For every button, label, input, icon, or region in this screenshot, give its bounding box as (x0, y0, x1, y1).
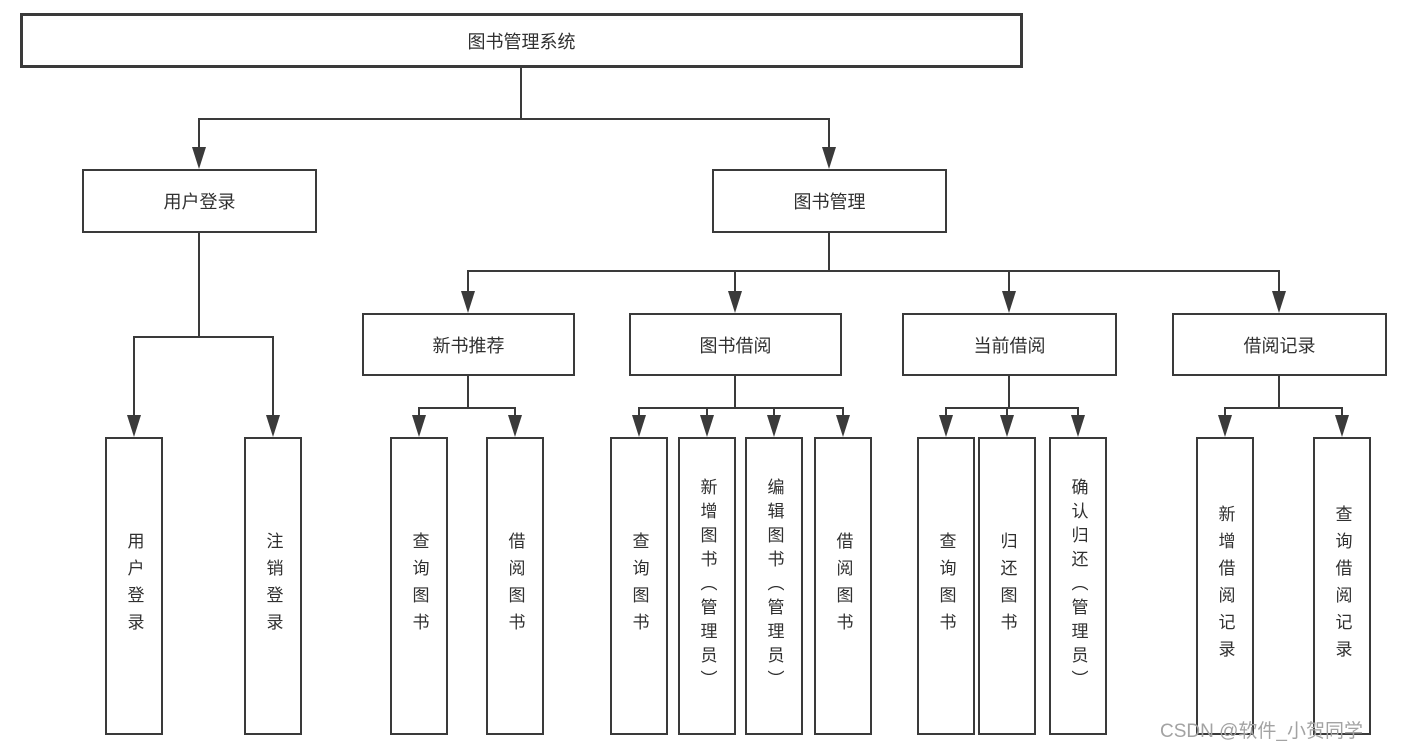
arrow-down-icon (728, 291, 742, 313)
connector (734, 270, 736, 295)
node-label: 借阅图书 (505, 532, 525, 640)
node-book-borrow: 图书借阅 (629, 313, 842, 376)
node-new-book-recommend: 新书推荐 (362, 313, 575, 376)
connector (133, 336, 135, 417)
node-label: 用户登录 (163, 192, 236, 212)
node-book-management: 图书管理 (712, 169, 947, 233)
arrow-down-icon (1071, 415, 1085, 437)
node-label: 借阅图书 (833, 532, 853, 640)
connector (638, 407, 640, 418)
leaf-query-book-borrow: 查询图书 (610, 437, 668, 735)
arrow-down-icon (1335, 415, 1349, 437)
node-borrow-record: 借阅记录 (1172, 313, 1387, 376)
node-current-borrow: 当前借阅 (902, 313, 1117, 376)
connector (828, 118, 830, 151)
leaf-logout: 注销登录 (244, 437, 302, 735)
node-label: 新增借阅记录 (1215, 505, 1235, 667)
watermark: CSDN @软件_小贺同学 (1160, 721, 1363, 742)
connector (418, 407, 420, 418)
node-label: 查询图书 (629, 532, 649, 640)
connector (1008, 270, 1010, 295)
node-user-login: 用户登录 (82, 169, 317, 233)
connector (1278, 376, 1280, 407)
leaf-query-book-current: 查询图书 (917, 437, 975, 735)
node-label: 编辑图书（管理员） (764, 478, 784, 694)
arrow-down-icon (1218, 415, 1232, 437)
arrow-down-icon (508, 415, 522, 437)
arrow-down-icon (1002, 291, 1016, 313)
connector (467, 270, 469, 295)
leaf-add-borrow-record: 新增借阅记录 (1196, 437, 1254, 735)
arrow-down-icon (412, 415, 426, 437)
connector (706, 407, 708, 418)
connector (945, 407, 1079, 409)
node-label: 查询图书 (409, 532, 429, 640)
connector (1008, 376, 1010, 407)
connector (1006, 407, 1008, 418)
node-label: 当前借阅 (973, 335, 1046, 356)
leaf-edit-book-admin: 编辑图书（管理员） (745, 437, 803, 735)
node-label: 借阅记录 (1243, 335, 1316, 356)
connector (272, 336, 274, 417)
arrow-down-icon (192, 147, 206, 169)
connector (520, 68, 522, 118)
connector (1341, 407, 1343, 418)
node-label: 图书借阅 (699, 335, 772, 356)
connector (467, 376, 469, 407)
arrow-down-icon (700, 415, 714, 437)
arrow-down-icon (822, 147, 836, 169)
connector (1224, 407, 1226, 418)
connector (945, 407, 947, 418)
node-label: 查询借阅记录 (1332, 505, 1352, 667)
leaf-confirm-return-admin: 确认归还（管理员） (1049, 437, 1107, 735)
leaf-user-login: 用户登录 (105, 437, 163, 735)
connector (133, 336, 274, 338)
connector (773, 407, 775, 418)
node-label: 归还图书 (997, 532, 1017, 640)
node-label: 新增图书（管理员） (697, 478, 717, 694)
arrow-down-icon (836, 415, 850, 437)
leaf-query-book-recommend: 查询图书 (390, 437, 448, 735)
arrow-down-icon (939, 415, 953, 437)
connector (467, 270, 1280, 272)
arrow-down-icon (1272, 291, 1286, 313)
connector (638, 407, 844, 409)
connector (1224, 407, 1343, 409)
connector (842, 407, 844, 418)
leaf-borrow-book-recommend: 借阅图书 (486, 437, 544, 735)
connector (198, 118, 200, 151)
node-label: 确认归还（管理员） (1068, 478, 1088, 694)
node-label: 查询图书 (936, 532, 956, 640)
leaf-add-book-admin: 新增图书（管理员） (678, 437, 736, 735)
node-label: 用户登录 (124, 532, 144, 640)
arrow-down-icon (767, 415, 781, 437)
leaf-query-borrow-record: 查询借阅记录 (1313, 437, 1371, 735)
connector (418, 407, 516, 409)
arrow-down-icon (1000, 415, 1014, 437)
arrow-down-icon (461, 291, 475, 313)
node-label: 注销登录 (263, 532, 283, 640)
node-label: 新书推荐 (432, 335, 505, 356)
arrow-down-icon (266, 415, 280, 437)
connector (1278, 270, 1280, 295)
connector (514, 407, 516, 418)
node-label: 图书管理 (793, 192, 866, 212)
leaf-borrow-book: 借阅图书 (814, 437, 872, 735)
arrow-down-icon (632, 415, 646, 437)
leaf-return-book: 归还图书 (978, 437, 1036, 735)
connector (828, 233, 830, 270)
node-root: 图书管理系统 (20, 13, 1023, 68)
connector (734, 376, 736, 407)
connector (1077, 407, 1079, 418)
connector (198, 233, 200, 336)
connector (198, 118, 830, 120)
node-label: 图书管理系统 (467, 31, 576, 52)
arrow-down-icon (127, 415, 141, 437)
